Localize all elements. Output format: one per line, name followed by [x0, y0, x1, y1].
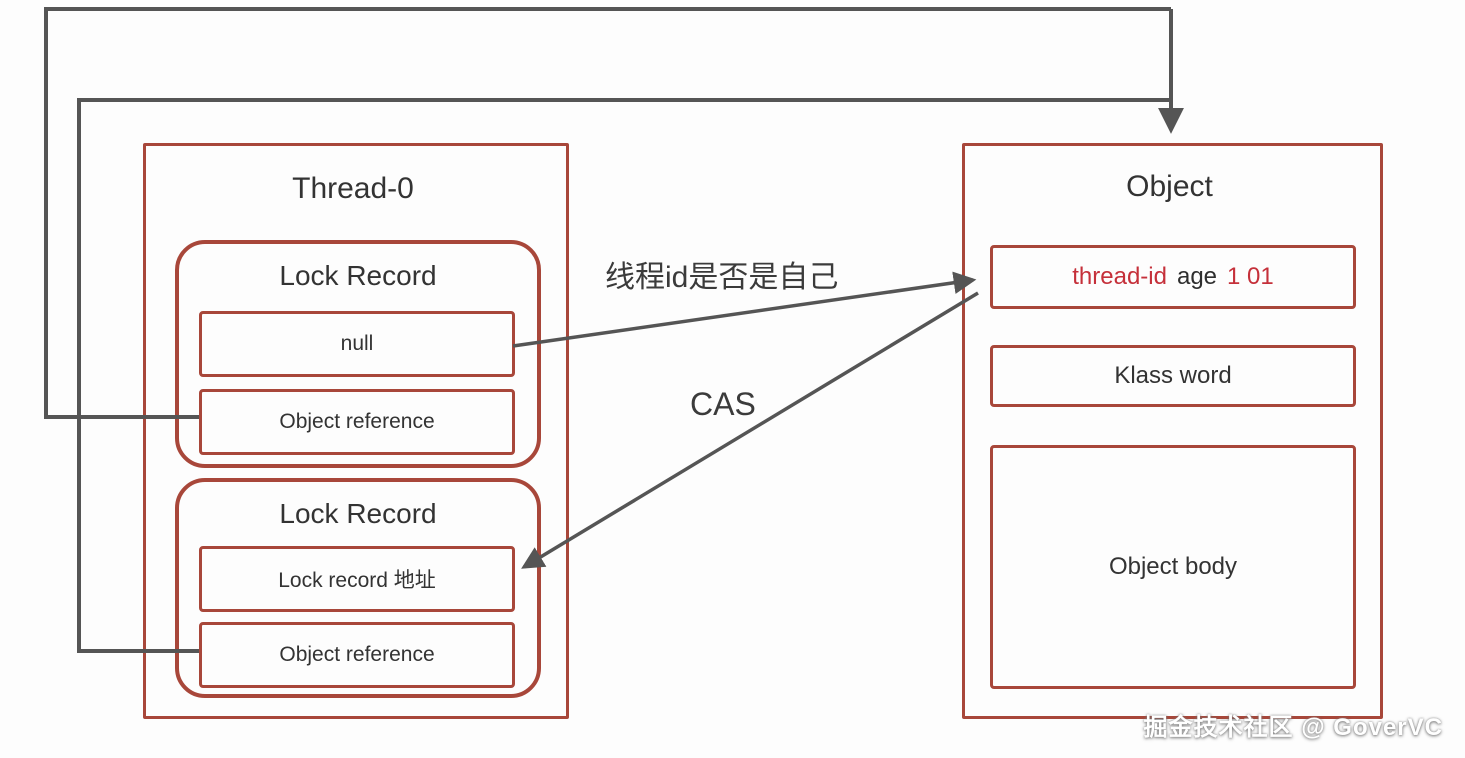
- object-panel-title: Object: [1126, 170, 1213, 203]
- watermark: 掘金技术社区 @ GoverVC: [1143, 714, 1443, 741]
- cas-label: CAS: [690, 386, 756, 422]
- lock-record-2-object-reference-slot: Object reference: [199, 622, 515, 688]
- lock-record-2-object-reference-label: Object reference: [279, 643, 435, 666]
- lock-record-2-address-label: Lock record 地址: [278, 569, 436, 592]
- object-klass-word-slot: Klass word: [990, 345, 1356, 407]
- lock-record-1-object-reference-slot: Object reference: [199, 389, 515, 455]
- thread-id-check-label: 线程id是否是自己: [605, 261, 839, 294]
- lock-record-1-null-label: null: [340, 332, 374, 355]
- cas-arrow: [521, 291, 979, 569]
- lock-record-2-title: Lock Record: [279, 498, 437, 529]
- thread-panel-title: Thread-0: [292, 172, 414, 205]
- object-klass-word-label: Klass word: [1114, 362, 1232, 389]
- object-body-slot: Object body: [990, 445, 1356, 689]
- object-mark-word-slot: thread-id age 1 01: [990, 245, 1356, 309]
- object-bits-label: 1 01: [1227, 263, 1274, 290]
- lock-record-1-null-slot: null: [199, 311, 515, 377]
- object-thread-id-label: thread-id: [1072, 263, 1167, 290]
- lock-record-2-address-slot: Lock record 地址: [199, 546, 515, 612]
- lock-record-1-title: Lock Record: [279, 260, 437, 291]
- object-body-label: Object body: [1108, 553, 1238, 580]
- object-age-label: age: [1176, 263, 1218, 290]
- lock-record-1-object-reference-label: Object reference: [279, 410, 435, 433]
